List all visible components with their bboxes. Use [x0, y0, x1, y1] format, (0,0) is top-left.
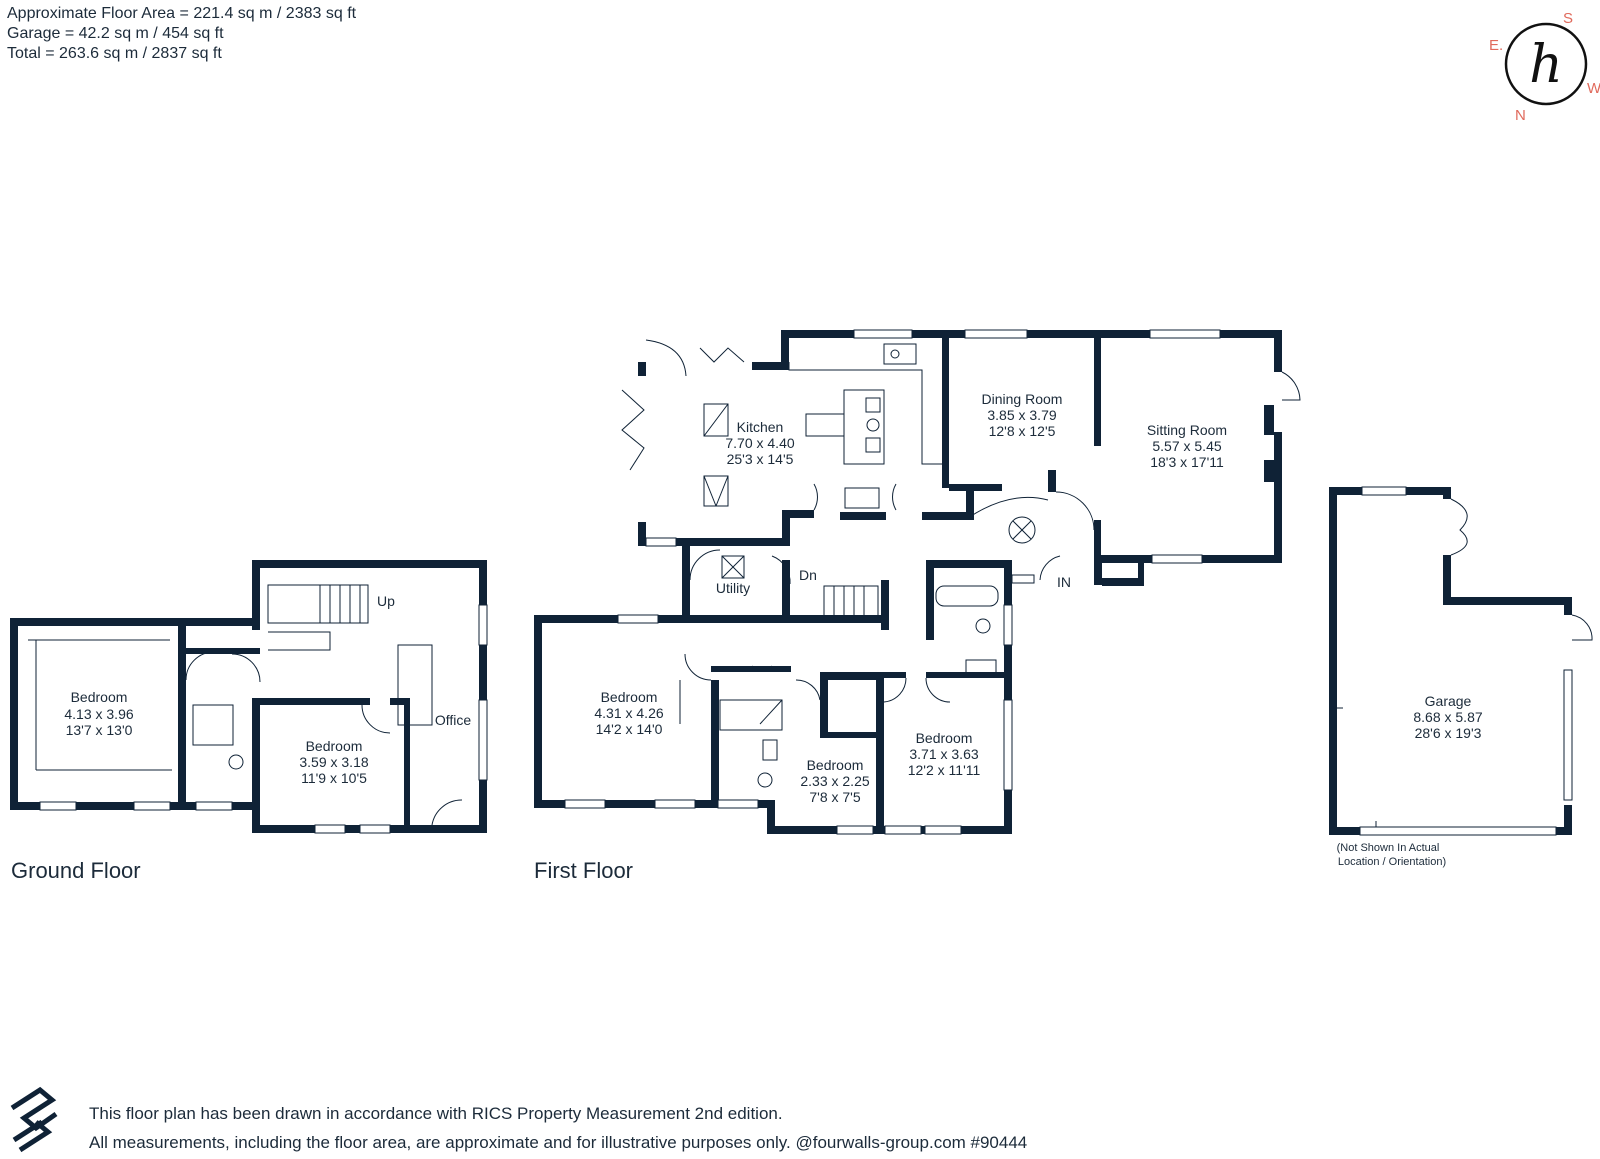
first-floor-title: First Floor: [534, 858, 633, 883]
ground-floor-plan: Bedroom 4.13 x 3.96 13'7 x 13'0 Bedroom …: [10, 560, 488, 834]
sitting-room-label: Sitting Room: [1147, 422, 1227, 438]
dining-room-label: Dining Room: [982, 391, 1063, 407]
garage-imperial: 28'6 x 19'3: [1415, 725, 1482, 741]
compass-logo: h S E. W N: [1489, 10, 1600, 124]
ground-floor-title: Ground Floor: [11, 858, 141, 883]
stairs-up-label: Up: [377, 593, 395, 609]
gf-bedroom1-metric: 4.13 x 3.96: [64, 706, 133, 722]
stairs-down-label: Dn: [799, 567, 817, 583]
compass-circle: [1504, 22, 1588, 106]
compass-e: E.: [1489, 37, 1503, 54]
gf-bedroom2-imperial: 11'9 x 10'5: [301, 770, 367, 786]
fourwalls-logo: [10, 1086, 58, 1153]
garage-plan: Garage 8.68 x 5.87 28'6 x 19'3 (Not Show…: [1329, 486, 1593, 868]
first-floor-plan: Kitchen 7.70 x 4.40 25'3 x 14'5 Dining R…: [534, 329, 1301, 835]
office-label: Office: [435, 712, 472, 728]
compass-s: S: [1563, 10, 1573, 27]
garage-metric: 8.68 x 5.87: [1413, 709, 1482, 725]
floor-area-summary: Approximate Floor Area = 221.4 sq m / 23…: [7, 4, 356, 64]
utility-label: Utility: [716, 580, 750, 596]
logo-letter: h: [1529, 35, 1563, 95]
compass-w: W: [1587, 80, 1600, 97]
gf-bedroom2-label: Bedroom: [306, 738, 363, 754]
ff-bedroom3-label: Bedroom: [916, 730, 973, 746]
dining-room-metric: 3.85 x 3.79: [987, 407, 1056, 423]
garage-label: Garage: [1425, 693, 1472, 709]
ff-bedroom3-metric: 3.71 x 3.63: [909, 746, 978, 762]
gf-bedroom1-imperial: 13'7 x 13'0: [66, 722, 133, 738]
ff-bedroom1-label: Bedroom: [601, 689, 658, 705]
sitting-room-imperial: 18'3 x 17'11: [1150, 454, 1224, 470]
kitchen-imperial: 25'3 x 14'5: [727, 451, 794, 467]
kitchen-label: Kitchen: [737, 419, 784, 435]
sitting-room-metric: 5.57 x 5.45: [1152, 438, 1221, 454]
compass-n: N: [1515, 107, 1526, 124]
area-total-floor: Approximate Floor Area = 221.4 sq m / 23…: [7, 5, 357, 22]
dining-room-imperial: 12'8 x 12'5: [989, 423, 1056, 439]
area-garage: Garage = 42.2 sq m / 454 sq ft: [7, 25, 224, 42]
footer-disclaimer: All measurements, including the floor ar…: [89, 1133, 1028, 1152]
gf-bedroom2-metric: 3.59 x 3.18: [299, 754, 368, 770]
gf-bedroom1-label: Bedroom: [71, 689, 128, 705]
ff-bedroom2-label: Bedroom: [807, 757, 864, 773]
ff-bedroom2-metric: 2.33 x 2.25: [800, 773, 869, 789]
ff-bedroom3-imperial: 12'2 x 11'11: [908, 762, 981, 778]
ff-bedroom1-metric: 4.31 x 4.26: [594, 705, 663, 721]
garage-note-line1: (Not Shown In Actual: [1337, 842, 1440, 854]
entrance-label: IN: [1057, 574, 1071, 590]
footer-rics-note: This floor plan has been drawn in accord…: [89, 1104, 783, 1123]
ff-bedroom2-imperial: 7'8 x 7'5: [809, 789, 860, 805]
area-total: Total = 263.6 sq m / 2837 sq ft: [7, 45, 222, 62]
ff-bedroom1-imperial: 14'2 x 14'0: [596, 721, 663, 737]
garage-note-line2: Location / Orientation): [1338, 856, 1446, 868]
kitchen-metric: 7.70 x 4.40: [725, 435, 794, 451]
